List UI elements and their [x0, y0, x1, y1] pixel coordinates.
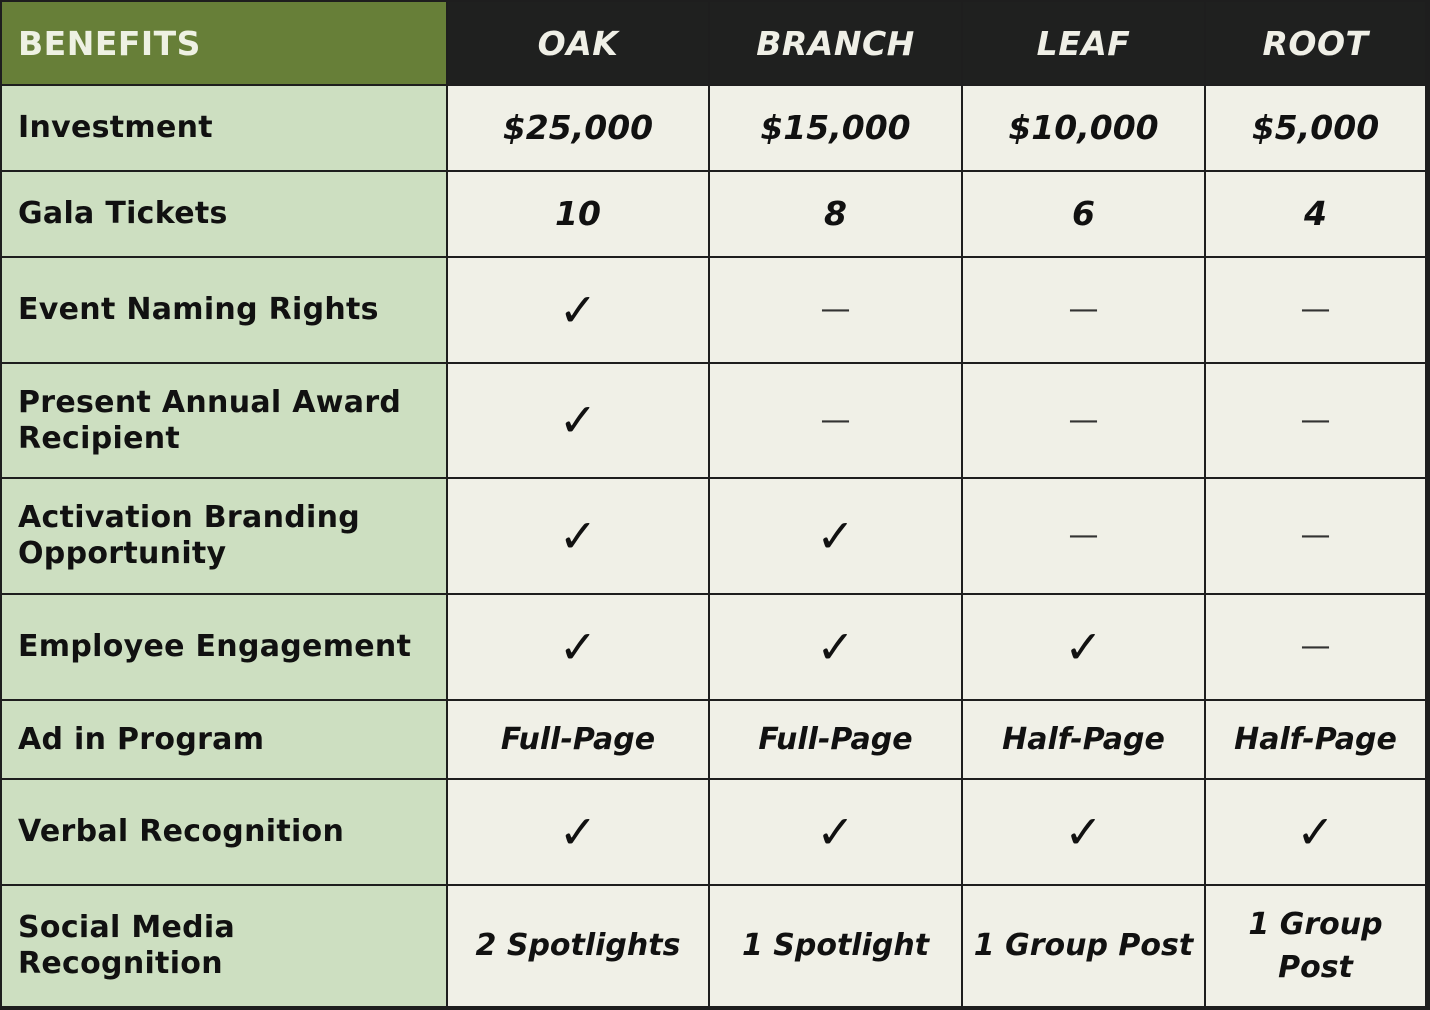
dash-icon: — — [1206, 595, 1425, 699]
value-cell: 1 Group Post — [963, 886, 1204, 1006]
value-cell: 8 — [710, 172, 961, 256]
check-icon: ✓ — [1206, 780, 1425, 884]
check-icon: ✓ — [710, 595, 961, 699]
value-cell: 1 Group Post — [1206, 886, 1425, 1006]
check-icon: ✓ — [963, 595, 1204, 699]
value-cell: 2 Spotlights — [448, 886, 708, 1006]
value-cell: $15,000 — [710, 86, 961, 170]
value-cell: $25,000 — [448, 86, 708, 170]
dash-icon: — — [963, 364, 1204, 477]
row-label-social-media-recognition: Social Media Recognition — [2, 886, 446, 1006]
dash-icon: — — [1206, 479, 1425, 593]
dash-icon: — — [1206, 258, 1425, 362]
value-cell: Full-Page — [448, 701, 708, 778]
value-cell: $10,000 — [963, 86, 1204, 170]
value-cell: Half-Page — [963, 701, 1204, 778]
dash-icon: — — [710, 364, 961, 477]
benefits-header: BENEFITS — [2, 2, 446, 84]
row-label-event-naming-rights: Event Naming Rights — [2, 258, 446, 362]
check-icon: ✓ — [448, 479, 708, 593]
tier-header-root: ROOT — [1206, 2, 1425, 84]
value-cell: Half-Page — [1206, 701, 1425, 778]
dash-icon: — — [963, 479, 1204, 593]
dash-icon: — — [963, 258, 1204, 362]
check-icon: ✓ — [963, 780, 1204, 884]
value-cell: 10 — [448, 172, 708, 256]
value-cell: 1 Spotlight — [710, 886, 961, 1006]
tier-header-branch: BRANCH — [710, 2, 961, 84]
value-cell: Full-Page — [710, 701, 961, 778]
row-label-investment: Investment — [2, 86, 446, 170]
check-icon: ✓ — [448, 364, 708, 477]
value-cell: 4 — [1206, 172, 1425, 256]
check-icon: ✓ — [448, 595, 708, 699]
dash-icon: — — [710, 258, 961, 362]
tier-header-leaf: LEAF — [963, 2, 1204, 84]
check-icon: ✓ — [710, 780, 961, 884]
dash-icon: — — [1206, 364, 1425, 477]
tier-header-oak: OAK — [448, 2, 708, 84]
value-cell: 6 — [963, 172, 1204, 256]
row-label-verbal-recognition: Verbal Recognition — [2, 780, 446, 884]
row-label-gala-tickets: Gala Tickets — [2, 172, 446, 256]
row-label-present-annual-award-recipient: Present Annual Award Recipient — [2, 364, 446, 477]
check-icon: ✓ — [448, 258, 708, 362]
row-label-ad-in-program: Ad in Program — [2, 701, 446, 778]
row-label-employee-engagement: Employee Engagement — [2, 595, 446, 699]
value-cell: $5,000 — [1206, 86, 1425, 170]
check-icon: ✓ — [710, 479, 961, 593]
row-label-activation-branding-opportunity: Activation Branding Opportunity — [2, 479, 446, 593]
check-icon: ✓ — [448, 780, 708, 884]
